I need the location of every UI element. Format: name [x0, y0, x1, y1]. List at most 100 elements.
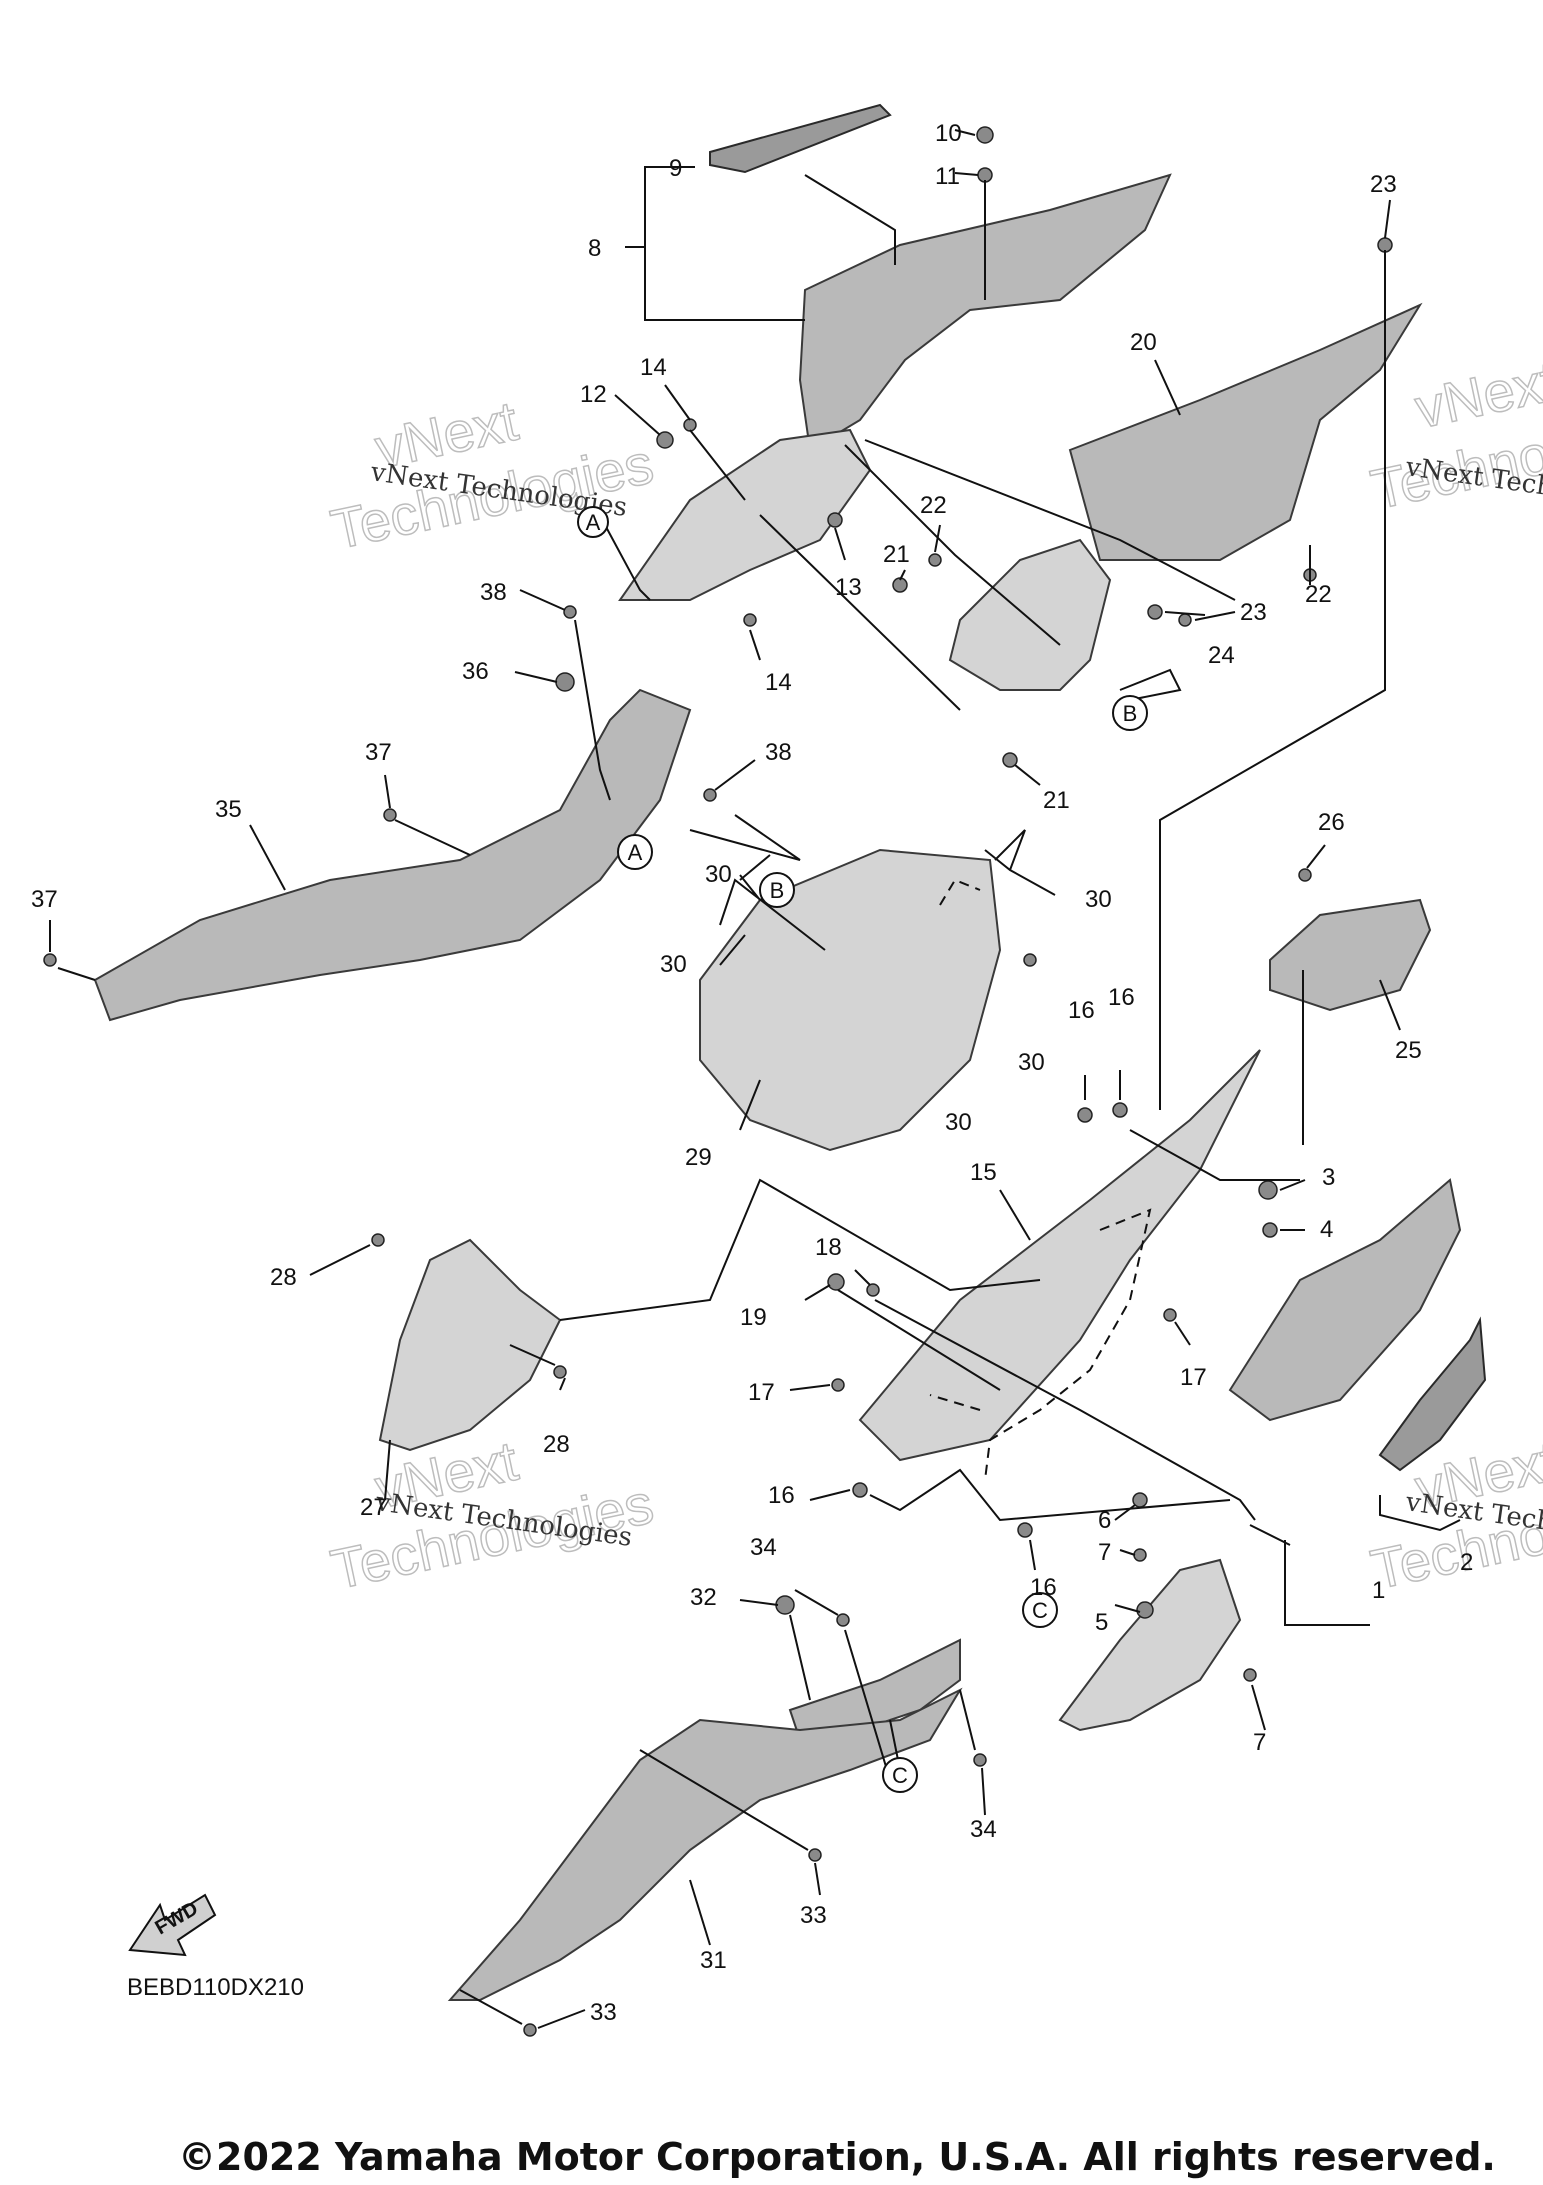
screw-18 [866, 1283, 880, 1297]
leader-15 [999, 1189, 1031, 1241]
leader-25 [1379, 979, 1401, 1031]
callout-29: 29 [685, 1144, 712, 1171]
callout-20: 20 [1130, 329, 1157, 356]
leader-7b [1251, 1684, 1266, 1731]
ref-letter-b-lower: B [770, 878, 785, 903]
part-25-cap [1269, 898, 1432, 1012]
leader-16ab [1084, 1070, 1300, 1181]
ref-circle-b-upper [1112, 695, 1148, 731]
callout-11: 11 [935, 163, 960, 190]
hidden-edges [929, 878, 1152, 1481]
callout-34: 34 [750, 1534, 777, 1561]
callout-24: 24 [1208, 642, 1235, 669]
leader-23a [1159, 199, 1391, 1110]
leader-38a [519, 589, 611, 801]
bolt-36 [555, 672, 575, 692]
leader-11 [954, 172, 986, 300]
callout-30: 30 [705, 861, 732, 888]
callout-14: 14 [640, 354, 667, 381]
leader-37b [49, 920, 96, 981]
screw-38a [563, 605, 577, 619]
screw-34a [836, 1613, 850, 1627]
callout-12: 12 [580, 381, 607, 408]
leader-12 [614, 394, 661, 436]
bolt-12 [656, 431, 674, 449]
reference-markers: A A B B C C [577, 506, 1148, 1793]
leader-17a [789, 1384, 831, 1391]
nut-19 [827, 1273, 845, 1291]
parts-group [93, 103, 1432, 1152]
clip-16c [852, 1482, 868, 1498]
nut-4 [1262, 1222, 1278, 1238]
screw-14a [683, 418, 697, 432]
callout-17: 17 [1180, 1364, 1207, 1391]
screw-26 [1298, 868, 1312, 882]
leader-28b [509, 1344, 566, 1391]
leader-21a [899, 569, 906, 581]
callout-15: 15 [970, 1159, 997, 1186]
clip-6 [1132, 1492, 1148, 1508]
part-2-strip [1378, 1316, 1487, 1472]
leader-14a [664, 384, 746, 501]
callout-4: 4 [1320, 1216, 1333, 1243]
callout-30: 30 [1018, 1049, 1045, 1076]
leader-19 [804, 1284, 1001, 1391]
part-20-side-cover [1068, 302, 1423, 561]
callout-16: 16 [768, 1482, 795, 1509]
leader-lines [49, 129, 1461, 2029]
screw-33b [523, 2023, 537, 2037]
callout-18: 18 [815, 1234, 842, 1261]
leader-33b [459, 1989, 586, 2029]
fwd-arrow-icon: FWD [128, 1893, 217, 1957]
callout-35: 35 [215, 796, 242, 823]
screw-22a [928, 553, 942, 567]
callout-33: 33 [800, 1902, 827, 1929]
callout-30: 30 [945, 1109, 972, 1136]
callout-22: 22 [920, 492, 947, 519]
leader-10 [954, 129, 976, 136]
leader-30 [719, 829, 1056, 966]
screw-23a [1377, 237, 1393, 253]
ref-circle-a-upper [577, 506, 609, 538]
callout-14: 14 [765, 669, 792, 696]
leader-29 [739, 1079, 761, 1131]
screw-28b [553, 1365, 567, 1379]
callout-30: 30 [660, 951, 687, 978]
ref-letter-c-right: C [1032, 1598, 1048, 1623]
part-7-rear-piece [1058, 1558, 1242, 1732]
nut-11 [977, 167, 993, 183]
clip-13 [827, 512, 843, 528]
leader-6 [1114, 1504, 1136, 1521]
part-1-side-cover [1228, 1178, 1462, 1422]
callout-38: 38 [765, 739, 792, 766]
callout-36: 36 [462, 658, 489, 685]
callout-7: 7 [1098, 1539, 1111, 1566]
ref-letter-b-upper: B [1123, 701, 1138, 726]
leader-31 [689, 1879, 711, 1946]
part-inner-panel [948, 538, 1112, 691]
callout-23: 23 [1240, 599, 1267, 626]
leader-34a [794, 1589, 891, 1781]
part-code: BEBD110DX210 [127, 1974, 304, 2001]
leader-13 [834, 527, 846, 561]
leader-21b [1014, 764, 1041, 786]
screw-38b [703, 788, 717, 802]
leader-34b [959, 1689, 986, 1816]
callout-38: 38 [480, 579, 507, 606]
ref-circle-c-lower [882, 1757, 918, 1793]
callout-21: 21 [1043, 787, 1070, 814]
callout-1: 1 [1372, 1577, 1385, 1604]
callout-22: 22 [1305, 581, 1332, 608]
callout-30: 30 [1085, 886, 1112, 913]
leader-32 [739, 1599, 811, 1701]
leader-14b [749, 629, 761, 661]
leader-16d [1029, 1539, 1036, 1571]
screw-37a [383, 808, 397, 822]
leader-26 [1306, 844, 1326, 869]
ref-letter-c-lower: C [892, 1763, 908, 1788]
dashed-edge-29 [939, 878, 981, 906]
ref-circle-a-lower [617, 834, 653, 870]
leader-20 [1154, 359, 1181, 416]
callout-27: 27 [360, 1494, 387, 1521]
callout-7: 7 [1253, 1729, 1266, 1756]
